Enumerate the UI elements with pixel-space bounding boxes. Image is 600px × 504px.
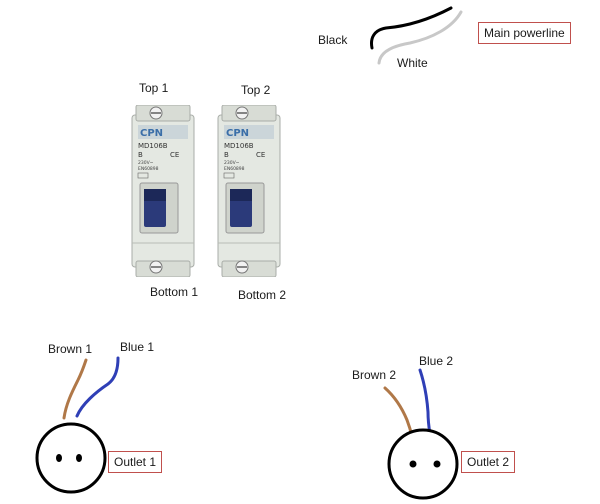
outlet-1: [35, 422, 107, 494]
outlet-2: [387, 428, 459, 500]
white-wire: [377, 10, 463, 65]
breaker-1-brand: CPN: [140, 128, 163, 139]
black-wire-label: Black: [318, 33, 348, 47]
breaker-2-standard: EN60898: [224, 166, 245, 172]
breaker-2-curve: B: [224, 151, 229, 159]
breaker-1-ce-mark: CE: [170, 151, 179, 159]
breaker-2-rating: 230V~: [224, 160, 240, 166]
outlet-1-hole-left: [56, 454, 62, 462]
breaker-1-top-label: Top 1: [139, 81, 169, 95]
white-wire-label: White: [397, 56, 428, 70]
breaker-2-brand: CPN: [226, 128, 249, 139]
outlet-1-label: Outlet 1: [108, 451, 163, 473]
brown-wire-1: [62, 358, 88, 420]
breaker-1-model: MD106B: [138, 142, 168, 150]
breaker-2-top-label: Top 2: [241, 83, 271, 97]
breaker-2-ce-mark: CE: [256, 151, 265, 159]
breaker-1-rating: 230V~: [138, 160, 154, 166]
breaker-1-curve: B: [138, 151, 143, 159]
breaker-2: CPN MD106B B CE 230V~ EN60898: [217, 105, 281, 277]
outlet-1-hole-right: [76, 454, 82, 462]
blue-wire-1: [75, 356, 120, 418]
blue-wire-2-label: Blue 2: [419, 354, 454, 368]
breaker-2-model: MD106B: [224, 142, 254, 150]
breaker-1: CPN MD106B B CE 230V~ EN60898: [131, 105, 195, 277]
breaker-1-bottom-label: Bottom 1: [150, 285, 199, 299]
blue-wire-1-label: Blue 1: [120, 340, 155, 354]
breaker-1-standard: EN60898: [138, 166, 159, 172]
blue-wire-2: [418, 368, 432, 436]
black-wire: [370, 6, 453, 50]
brown-wire-1-label: Brown 1: [48, 342, 93, 356]
breaker-2-bottom-label: Bottom 2: [238, 288, 287, 302]
outlet-2-hole-left: [409, 460, 417, 468]
outlet-2-hole-right: [433, 460, 441, 468]
outlet-2-label: Outlet 2: [461, 451, 516, 473]
brown-wire-2-label: Brown 2: [352, 368, 397, 382]
brown-wire-2: [383, 386, 414, 438]
main-powerline-label: Main powerline: [478, 22, 571, 44]
